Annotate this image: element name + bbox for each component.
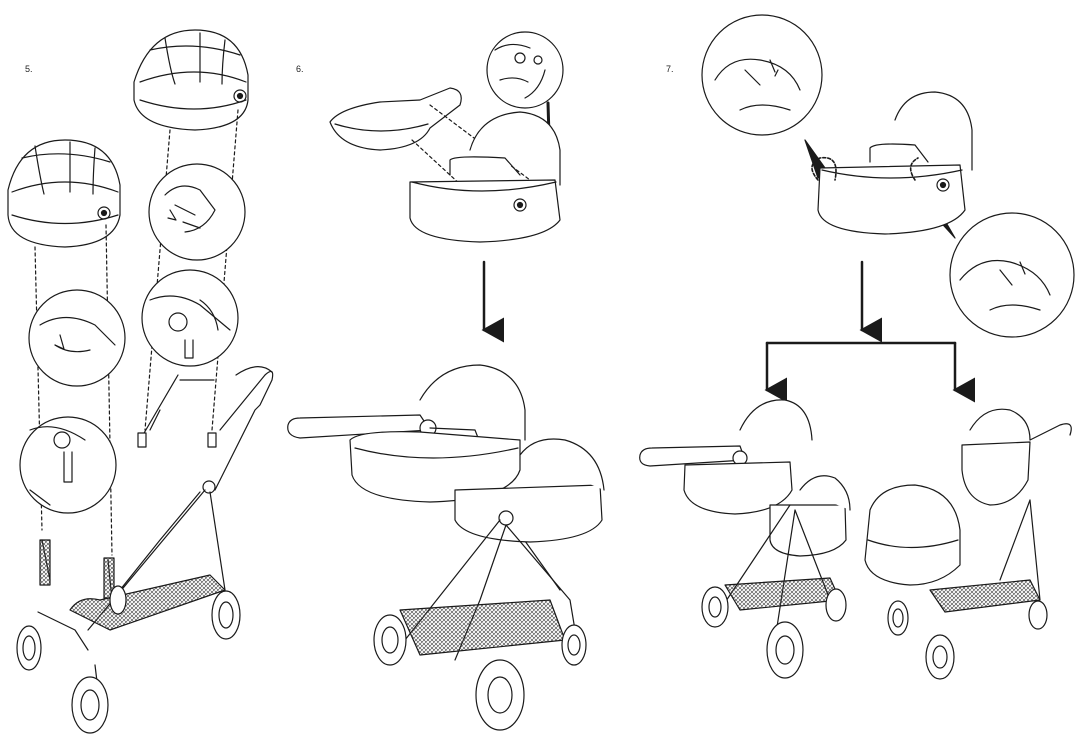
stroller-frame-5 [38, 367, 273, 690]
detail-circle-6 [487, 32, 563, 170]
step-5-label: 5. [25, 64, 33, 74]
double-stroller-6 [288, 365, 604, 660]
stroller-7-left [640, 400, 850, 640]
detail-circle-7b [925, 205, 1074, 337]
detail-circle-5b [142, 270, 238, 366]
detail-circle-5d [20, 417, 116, 513]
wheels-7-left [702, 587, 846, 678]
stroller-7-right [865, 409, 1071, 612]
branch-arrows-7 [764, 343, 975, 403]
step-7-group [640, 15, 1074, 679]
bassinet-top [134, 30, 248, 130]
wheels-7-right [888, 601, 1047, 679]
bassinet-7 [812, 92, 972, 234]
wheels-6 [374, 615, 586, 730]
step-7-label: 7. [666, 64, 674, 74]
apron-cover [330, 88, 461, 150]
step-5-group [8, 30, 273, 733]
bassinet-6 [410, 112, 560, 242]
detail-circle-5c [29, 290, 125, 386]
step-6-label: 6. [296, 64, 304, 74]
wheels-5 [17, 586, 240, 733]
detail-circle-5a [149, 164, 245, 260]
step-6-group [288, 32, 604, 730]
detail-circle-7a [702, 15, 830, 178]
bassinet-left [8, 140, 120, 247]
